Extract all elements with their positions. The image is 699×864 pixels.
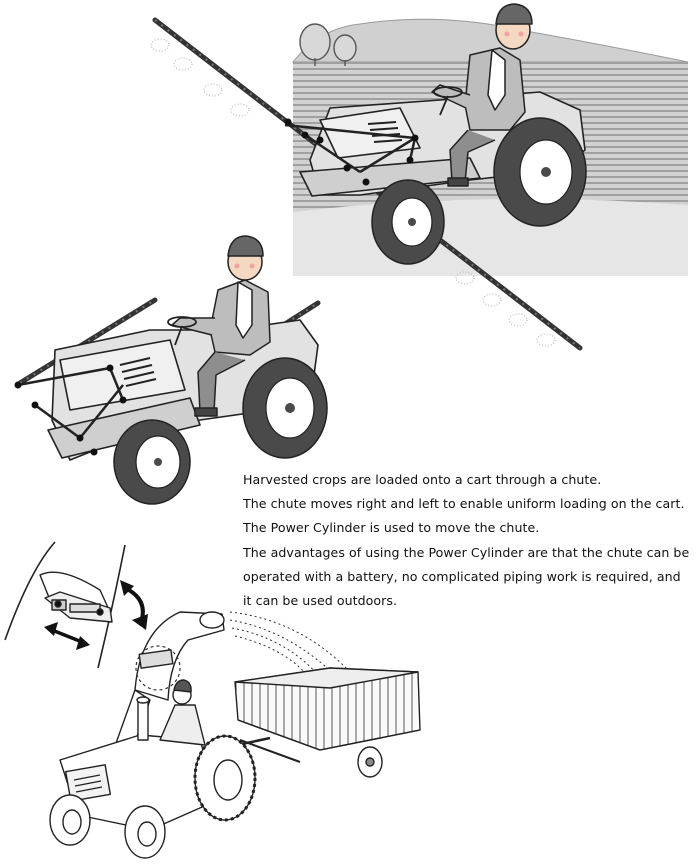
bidirectional-arrow-icon xyxy=(44,622,90,650)
description-line-1: Harvested crops are loaded onto a cart t… xyxy=(243,472,602,487)
steering-wheel xyxy=(433,86,463,116)
boom-linkage-2 xyxy=(17,366,125,440)
linkage-pins-2 xyxy=(14,364,127,456)
description-line-4: The advantages of using the Power Cylind… xyxy=(243,544,690,609)
steering-wheel-2 xyxy=(167,316,197,346)
tractor-boom-sprayer xyxy=(14,235,328,505)
chute-detail-callout xyxy=(4,541,126,669)
farmer-2 xyxy=(171,235,271,417)
grille-icon xyxy=(367,121,403,143)
grain-cart xyxy=(204,667,421,778)
boom-linkage xyxy=(284,123,417,174)
description-text: Harvested crops are loaded onto a cart t… xyxy=(243,468,693,613)
tractor-boom-sprayer-field xyxy=(150,3,689,351)
harvester-tractor xyxy=(59,679,219,831)
rear-wheel-2 xyxy=(242,357,328,459)
description-line-3: The Power Cylinder is used to move the c… xyxy=(243,520,540,536)
linkage-pins xyxy=(284,118,419,186)
front-wheel xyxy=(371,179,445,265)
grille-icon xyxy=(119,357,157,387)
rear-wheel xyxy=(493,117,587,227)
tractor-body-2 xyxy=(14,319,319,461)
farmer xyxy=(431,3,533,187)
spray-boom-left xyxy=(17,297,158,386)
rotation-arrow-icon xyxy=(120,580,148,630)
grille-icon xyxy=(73,774,103,793)
harvester-rear-wheel xyxy=(193,734,257,822)
front-wheel-2 xyxy=(113,419,191,505)
description-line-2: The chute moves right and left to enable… xyxy=(243,496,685,512)
tractor-harvester-chute-cart xyxy=(4,541,421,859)
trees xyxy=(299,23,357,66)
harvester-front-wheel xyxy=(49,794,166,859)
